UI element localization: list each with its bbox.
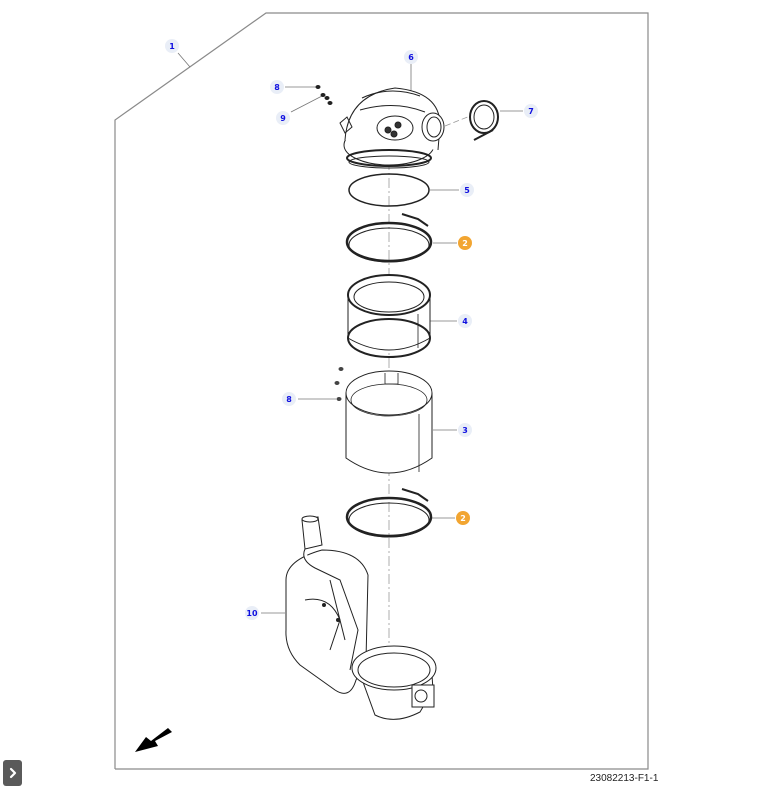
callout-part-7[interactable]: 7 <box>524 104 538 118</box>
callout-part-4[interactable]: 4 <box>458 314 472 328</box>
chevron-right-icon <box>9 767 16 779</box>
callout-part-3[interactable]: 3 <box>458 423 472 437</box>
assembly-frame-outline <box>114 12 649 770</box>
lower-housing-body <box>285 515 437 720</box>
callout-part-9[interactable]: 9 <box>276 111 290 125</box>
figure-id-label: 23082213-F1-1 <box>590 773 659 784</box>
callout-part-5[interactable]: 5 <box>460 183 474 197</box>
orientation-arrow-icon <box>135 728 172 752</box>
cylindrical-housing <box>345 370 433 474</box>
leader-lines <box>177 52 523 614</box>
top-cover-housing <box>339 87 445 169</box>
filter-element <box>347 274 431 358</box>
callout-part-10[interactable]: 10 <box>245 606 259 620</box>
o-ring-seal <box>348 173 430 207</box>
callout-part-2[interactable]: 2 <box>456 511 470 525</box>
hose-clamp <box>469 100 499 141</box>
callout-part-8[interactable]: 8 <box>282 392 296 406</box>
sidebar-toggle-button[interactable] <box>3 760 22 786</box>
callout-part-1[interactable]: 1 <box>165 39 179 53</box>
screws-middle <box>334 367 344 401</box>
callout-part-8[interactable]: 8 <box>270 80 284 94</box>
callout-part-2[interactable]: 2 <box>458 236 472 250</box>
clamp-ring-upper <box>345 213 433 263</box>
clamp-ring-lower <box>345 488 433 538</box>
screws-top <box>315 85 333 105</box>
callout-part-6[interactable]: 6 <box>404 50 418 64</box>
